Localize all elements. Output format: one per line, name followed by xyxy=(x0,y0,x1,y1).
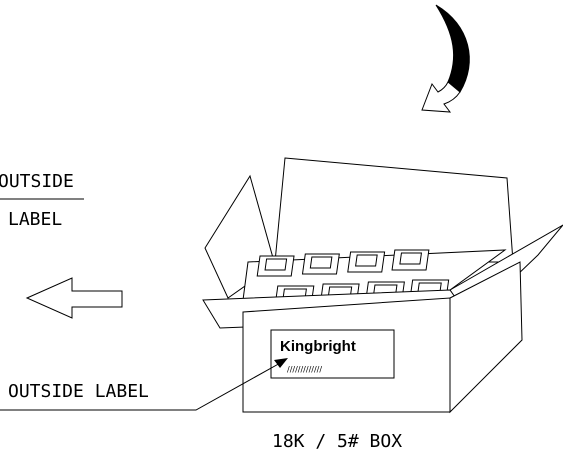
brand-logo: Kingbright xyxy=(280,338,356,355)
label-stripe: ///////////// xyxy=(287,365,322,374)
reel xyxy=(391,249,430,271)
box-caption: 18K / 5# BOX xyxy=(272,431,402,452)
reel-row-back xyxy=(256,249,430,277)
reel xyxy=(301,253,340,275)
rotate-arrow-icon xyxy=(421,4,470,113)
left-arrow-icon xyxy=(25,277,123,319)
leader-arrowhead xyxy=(274,358,288,368)
box-back-flap xyxy=(274,157,514,263)
reel xyxy=(256,255,295,277)
reel xyxy=(347,251,386,273)
outside-label-text: OUTSIDE LABEL xyxy=(8,381,149,402)
label-text-top: LABEL xyxy=(8,209,62,230)
box-side xyxy=(449,261,523,414)
leader-line xyxy=(0,361,283,411)
outside-text-top: OUTSIDE xyxy=(0,171,74,192)
box-outside-label: Kingbright ///////////// xyxy=(270,329,395,379)
